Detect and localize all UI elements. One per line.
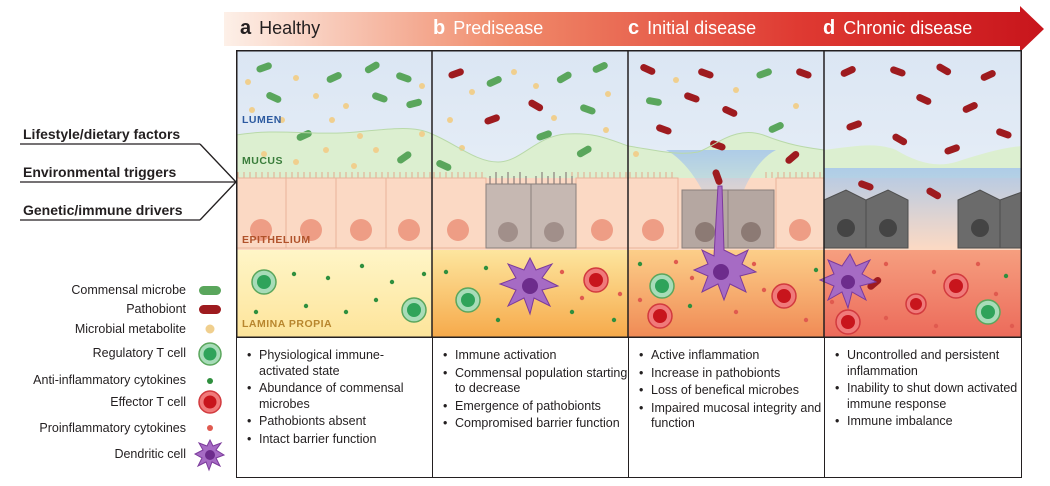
damaged-cells-chronic (823, 189, 1022, 249)
bullet: Commensal population starting to decreas… (443, 366, 628, 397)
pathobionts (448, 63, 1012, 290)
mucus-layer (236, 128, 824, 178)
initial-disease-summary: Active inflammation Increase in pathobio… (628, 338, 825, 478)
bullet: Uncontrolled and persistent inflammation (835, 348, 1021, 379)
bullet: Abundance of commensal microbes (247, 381, 432, 412)
bullet: Active inflammation (639, 348, 824, 364)
commensal-microbes (256, 61, 784, 171)
predisease-summary: Immune activation Commensal population s… (432, 338, 629, 478)
driver-environmental: Environmental triggers (23, 164, 177, 180)
legend-commensal-label: Commensal microbe (71, 283, 186, 297)
intestine-panels (236, 50, 1022, 338)
driver-genetic: Genetic/immune drivers (23, 202, 183, 218)
effector-t-cell-icon (198, 390, 222, 414)
bullet: Inability to shut down activated immune … (835, 381, 1021, 412)
bullet: Intact barrier function (247, 432, 432, 448)
bullet: Compromised barrier function (443, 416, 628, 432)
regulatory-t-cells (251, 269, 1001, 325)
bullet: Emergence of pathobionts (443, 399, 628, 415)
healthy-summary: Physiological immune-activated state Abu… (236, 338, 433, 478)
driver-lifestyle: Lifestyle/dietary factors (23, 126, 181, 142)
microbial-metabolite-icon (205, 324, 215, 334)
proinflammatory-cytokine-icon (207, 425, 213, 431)
legend-pathobiont-label: Pathobiont (126, 302, 186, 316)
proinflammatory-cytokines (559, 259, 1015, 329)
pathobiont-icon (199, 305, 221, 314)
legend-anti-cytokine-label: Anti-inflammatory cytokines (33, 373, 186, 387)
anti-inflammatory-cytokines (253, 261, 1009, 323)
microbial-metabolites (245, 69, 799, 169)
commensal-microbe-icon (199, 286, 221, 295)
bullet: Immune imbalance (835, 414, 1021, 430)
bullet: Loss of benefical microbes (639, 383, 824, 399)
lamina-propia-label: LAMINA PROPIA (242, 318, 333, 330)
drivers-brace (20, 143, 237, 221)
lumen-label: LUMEN (242, 114, 282, 126)
epithelium-label: EPITHELIUM (242, 234, 311, 246)
damaged-cells-predisease (485, 183, 577, 249)
chronic-disease-summary: Uncontrolled and persistent inflammation… (824, 338, 1022, 478)
bullet: Increase in pathobionts (639, 366, 824, 382)
anti-inflammatory-cytokine-icon (207, 378, 213, 384)
disease-progression-arrow (224, 6, 1044, 52)
dendritic-cell-initial (692, 185, 758, 302)
effector-t-cells (583, 267, 969, 335)
legend-treg-label: Regulatory T cell (92, 346, 186, 360)
bullet: Pathobionts absent (247, 414, 432, 430)
bullet: Impaired mucosal integrity and function (639, 401, 824, 432)
bullet: Physiological immune-activated state (247, 348, 432, 379)
legend-effector-label: Effector T cell (110, 395, 186, 409)
epithelial-cells-healthy (236, 177, 433, 249)
regulatory-t-cell-icon (198, 342, 222, 366)
legend-metabolite-label: Microbial metabolite (74, 322, 186, 336)
dendritic-cell-icon (193, 438, 226, 472)
bullet: Immune activation (443, 348, 628, 364)
mucus-label: MUCUS (242, 155, 283, 167)
legend-icons (193, 286, 226, 472)
legend-pro-cytokine-label: Proinflammatory cytokines (39, 421, 186, 435)
legend-dendritic-label: Dendritic cell (114, 447, 186, 461)
